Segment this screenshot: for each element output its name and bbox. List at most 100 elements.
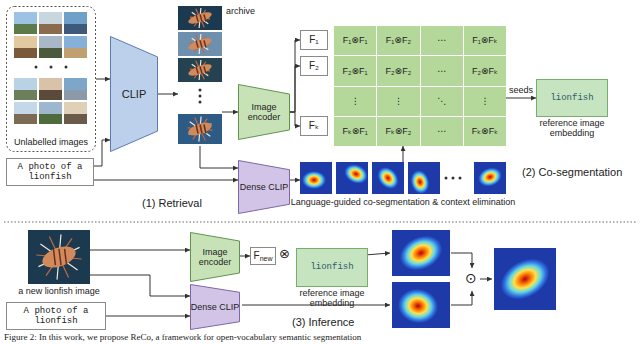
feature-box: F₂ [300,56,328,76]
flow-arrow [106,316,190,317]
edge-label: seeds [508,85,534,95]
fish-stripe [196,66,198,73]
flow-arrow [94,140,110,166]
ellipsis-dot [199,95,202,98]
thumbnail [39,102,62,124]
node-text: reference image embedding [539,118,604,138]
node-text: F₂⊗Fₖ [464,56,506,85]
node-text: F₂⊗F₂ [377,56,419,85]
ellipsis-dot [35,66,38,69]
flow-arrow [90,250,190,251]
flow-arrow [506,98,536,99]
node-text: ⋮ [377,87,419,116]
node-text: Language-guided co-segmentation & contex… [291,197,516,207]
ellipsis-dot [459,177,462,180]
fish-stripe [200,66,202,73]
thumbnail [39,12,62,34]
fish-stripe [200,14,202,21]
node-text: Unlabelled images [14,137,88,147]
operator-symbol: ⊗ [279,247,290,262]
heatmap-blob [373,163,402,193]
flow-arrow [94,180,238,181]
photo-bg [178,6,222,30]
node-text: ⋮ [334,87,376,116]
node-text: a new lionfish image [18,286,100,296]
flow-arrow [158,94,178,95]
ellipsis-dot [452,177,455,180]
new-image: a new lionfish image [28,230,90,284]
heatmap-bg [392,282,450,328]
node-text: Dense CLIP [240,182,289,192]
fish-stripe [59,249,61,265]
photo-bg [178,114,222,144]
node-text: Dense CLIP [191,302,240,312]
node-text: F₂ [309,60,319,72]
heatmap-bg [494,248,556,310]
node-text: CLIP [122,88,146,101]
node-text: Image encoder [190,247,240,268]
ellipsis-dot [65,66,68,69]
flow-arrow [480,279,492,280]
fish-stripe [196,14,198,21]
photo-bg [28,230,90,284]
photo-bg [178,58,222,82]
flow-arrow [222,112,238,113]
node-text: Fₖ⊗F₂ [377,117,419,146]
model-shape [239,85,290,140]
node-text: reference image embedding [299,288,364,308]
fish-stripe [200,40,202,47]
fish-stripe [204,40,206,47]
image-archive: archive [178,6,222,146]
fish-body [187,10,213,26]
thumbnail [39,36,62,58]
fish-body [187,36,213,52]
embedding-box: lionfishreference image embedding [536,79,608,117]
image-pool: Unlabelled images [6,6,96,152]
thumbnail [39,24,62,34]
fish-stripe [65,249,67,265]
node-text: F₂⊗F₁ [334,56,376,85]
thumbnail [14,12,37,34]
heatmap-bg [474,162,506,194]
thumbnail [14,102,37,124]
thumbnail [64,12,87,34]
heatmap-bg [300,162,332,194]
dense-clip-model: Dense CLIP [190,284,240,330]
heatmap-blob [341,161,370,187]
thumbnail [14,78,37,100]
fish-stripe [196,125,198,134]
model-shape [239,161,290,214]
thumbnail [39,78,62,100]
thumbnail [64,48,87,58]
thumbnail [14,90,37,100]
fish-stripe [196,40,198,47]
heatmap-blob [408,168,432,196]
operator-symbol: ⊙ [465,270,477,286]
node-text: Fₖ⊗F₁ [334,117,376,146]
thumbnail [14,36,37,58]
node-text: Fₖ⊗Fₖ [464,117,506,146]
node-text: archive [226,6,255,16]
fish-stripe [204,125,206,134]
fish-body [187,120,214,138]
node-text: F₁⊗Fₖ [464,26,506,55]
feature-box: Fnew [250,247,276,265]
node-text: ⋱ [421,87,463,116]
node-text: Image encoder [238,102,290,123]
fish-stripe [204,14,206,21]
thumbnail [39,48,62,58]
embedding-box: lionfishreference image embedding [296,248,368,287]
fish-stripe [200,125,202,134]
flow-arrow [90,275,190,296]
thumbnail [14,48,37,58]
heatmap-blob [395,286,440,326]
heatmap-row: Language-guided co-segmentation & contex… [300,162,506,194]
group-outline [7,7,96,152]
flow-arrow [290,180,300,181]
thumbnail [64,36,87,58]
node-text: A photo of a lionfish [10,162,90,183]
thumbnail [64,102,87,124]
node-text: A photo of a lionfish [10,306,102,327]
flow-arrow [290,66,300,112]
flow-arrow [403,146,404,162]
